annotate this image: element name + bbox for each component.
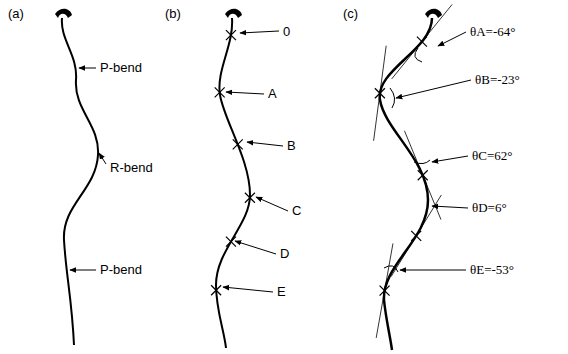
cross-mark (215, 87, 225, 97)
cross-mark (245, 193, 255, 203)
leader-lines (396, 32, 471, 270)
cross-mark (211, 285, 221, 295)
filament-head (55, 9, 72, 18)
bend-label: R-bend (110, 160, 153, 175)
point-label: C (292, 203, 301, 218)
filament-head (225, 9, 242, 18)
angle-label: θD=6° (472, 200, 507, 215)
point-label: A (268, 86, 277, 101)
cross-mark (226, 237, 236, 247)
bend-label: P-bend (100, 262, 142, 277)
cross-mark (233, 139, 243, 149)
tangent-line (392, 4, 452, 79)
point-label: E (277, 284, 286, 299)
cross-mark (380, 286, 390, 296)
panel-letter: (a) (8, 6, 24, 21)
cross-mark (245, 193, 255, 203)
angle-label: θA=-64° (470, 24, 515, 39)
cross-mark (226, 30, 236, 40)
angle-label: θB=-23° (475, 72, 520, 87)
angle-label: θE=-53° (470, 262, 514, 277)
filament-head (425, 9, 442, 18)
leader-lines (70, 68, 106, 270)
cross-mark (226, 237, 236, 247)
bent-filament (216, 18, 250, 348)
cross-mark (375, 88, 385, 98)
panel-letter: (b) (165, 6, 181, 21)
tangent-line (391, 195, 441, 277)
cross-mark (417, 37, 427, 47)
cross-mark (418, 170, 428, 180)
cross-mark (417, 37, 427, 47)
bent-filament (62, 18, 98, 345)
bent-filament (380, 18, 432, 350)
cross-mark (418, 170, 428, 180)
cross-mark (233, 139, 243, 149)
angle-label: θC=62° (472, 148, 512, 163)
leader-lines (223, 31, 288, 292)
cross-mark (380, 286, 390, 296)
point-label: D (280, 246, 289, 261)
cross-mark (215, 87, 225, 97)
tangent-line (374, 46, 387, 141)
cross-mark (211, 285, 221, 295)
point-label: B (287, 138, 296, 153)
cross-mark (411, 231, 421, 241)
point-marks (375, 37, 428, 296)
cross-mark (411, 231, 421, 241)
bend-label: P-bend (100, 60, 142, 75)
panel-letter: (c) (343, 6, 358, 21)
point-label: 0 (283, 24, 290, 39)
point-marks (211, 30, 255, 295)
angle-arcs (384, 48, 430, 272)
tangent-line (376, 243, 393, 338)
cross-mark (375, 88, 385, 98)
cross-mark (226, 30, 236, 40)
